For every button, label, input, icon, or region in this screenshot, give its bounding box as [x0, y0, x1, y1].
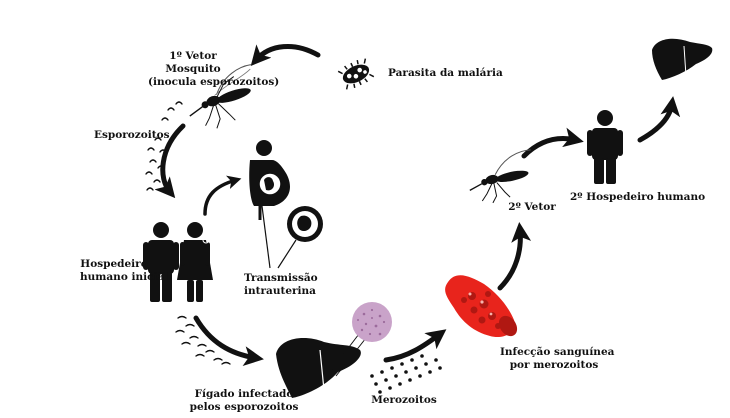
man-icon	[143, 222, 179, 302]
intrauterine-pointer-lines	[261, 205, 297, 269]
sporozoites-left	[145, 101, 183, 191]
label-sporozoites: Esporozoitos	[94, 129, 170, 141]
second-host-icon	[587, 110, 623, 184]
arrow-vector1-to-host	[154, 123, 186, 199]
blood-vessel-icon	[445, 275, 518, 338]
label-merozoites: Merozoitos	[371, 394, 437, 406]
liver-icon	[276, 329, 367, 398]
sporozoites-lower	[175, 315, 231, 365]
arrow-blood-to-vector2	[497, 222, 532, 291]
label-vector1: 1º Vetor Mosquito (inocula esporozoitos)	[148, 50, 280, 88]
label-parasite: Parasita da malária	[388, 67, 503, 79]
arrow-parasite-to-vector1	[250, 43, 321, 67]
arrow-host-to-liver	[193, 315, 264, 367]
label-initial-host: Hospedeiro humano inicial	[80, 258, 169, 283]
label-blood-infection: Infecção sanguínea por merozoitos	[500, 346, 615, 371]
label-intrauterine: Transmissão intrauterina	[244, 272, 318, 297]
arrow-vector2-to-host2	[521, 127, 584, 159]
arrow-host2-to-liver	[637, 96, 681, 143]
parasite-icon	[337, 58, 375, 90]
tissue-micrograph-icon	[352, 302, 392, 342]
mosquito-icon	[189, 64, 251, 129]
pregnant-woman-icon	[249, 140, 290, 220]
label-second-host: 2º Hospedeiro humano	[570, 191, 706, 203]
arrow-liver-to-blood	[383, 329, 447, 363]
label-vector2: 2º Vetor	[508, 201, 556, 213]
liver-icon-second-host	[652, 38, 713, 80]
label-infected-liver: Fígado infectado pelos esporozoitos	[189, 388, 299, 413]
arrow-host-to-pregnant	[203, 175, 242, 216]
fetus-icon	[287, 206, 323, 242]
merozoite-dots	[370, 354, 442, 394]
mosquito-icon-vector2	[469, 149, 531, 204]
woman-icon	[177, 222, 213, 302]
